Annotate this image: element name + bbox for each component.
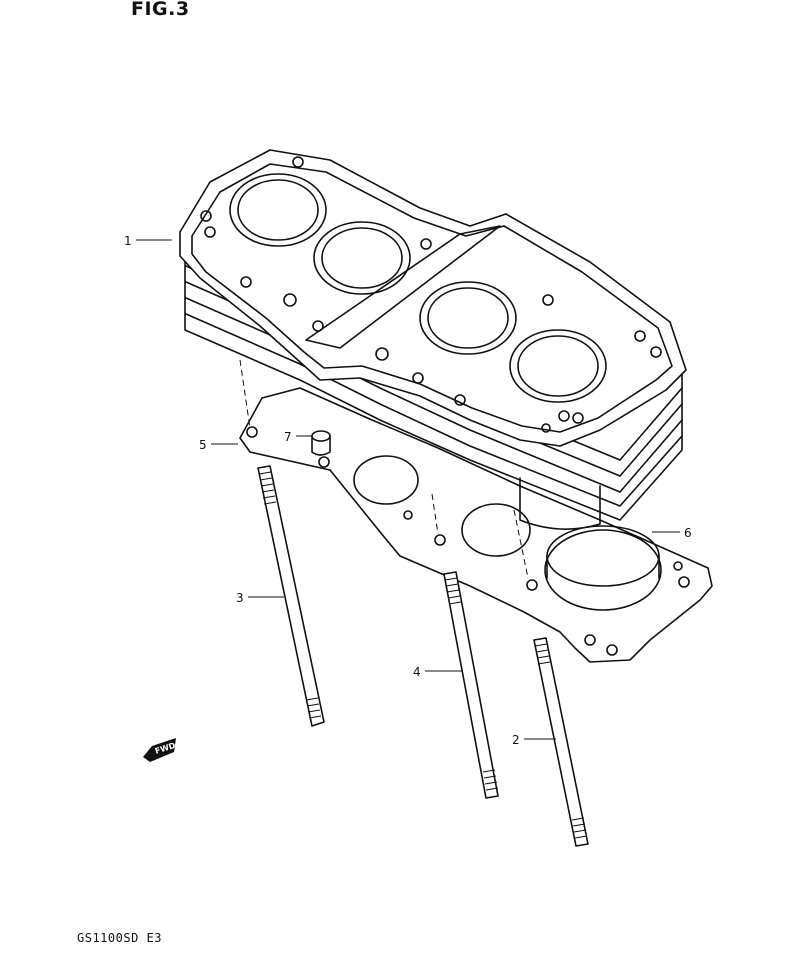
dowel-pin[interactable] bbox=[311, 430, 331, 456]
callout-5: 5 bbox=[199, 438, 238, 452]
stud-bolt-4[interactable] bbox=[443, 571, 499, 799]
svg-text:4: 4 bbox=[413, 665, 421, 679]
stud-bolt-3[interactable] bbox=[257, 465, 325, 727]
forward-direction-badge: FWD bbox=[143, 738, 177, 762]
svg-text:7: 7 bbox=[284, 430, 292, 444]
callout-6: 6 bbox=[652, 526, 692, 540]
callout-2: 2 bbox=[512, 733, 556, 747]
svg-text:1: 1 bbox=[124, 234, 132, 248]
figure-title: FIG.3 bbox=[131, 0, 190, 20]
cylinder-block[interactable] bbox=[179, 149, 687, 579]
svg-text:2: 2 bbox=[512, 733, 520, 747]
svg-text:6: 6 bbox=[684, 526, 692, 540]
callout-1: 1 bbox=[124, 234, 172, 248]
callout-3: 3 bbox=[236, 591, 284, 605]
svg-text:3: 3 bbox=[236, 591, 244, 605]
stud-bolt-2[interactable] bbox=[533, 637, 589, 847]
callout-7: 7 bbox=[284, 430, 312, 444]
model-code: GS1100SD E3 bbox=[77, 931, 162, 945]
svg-text:5: 5 bbox=[199, 438, 207, 452]
callout-4: 4 bbox=[413, 665, 462, 679]
cylinder-sleeve-ring[interactable] bbox=[544, 525, 662, 611]
